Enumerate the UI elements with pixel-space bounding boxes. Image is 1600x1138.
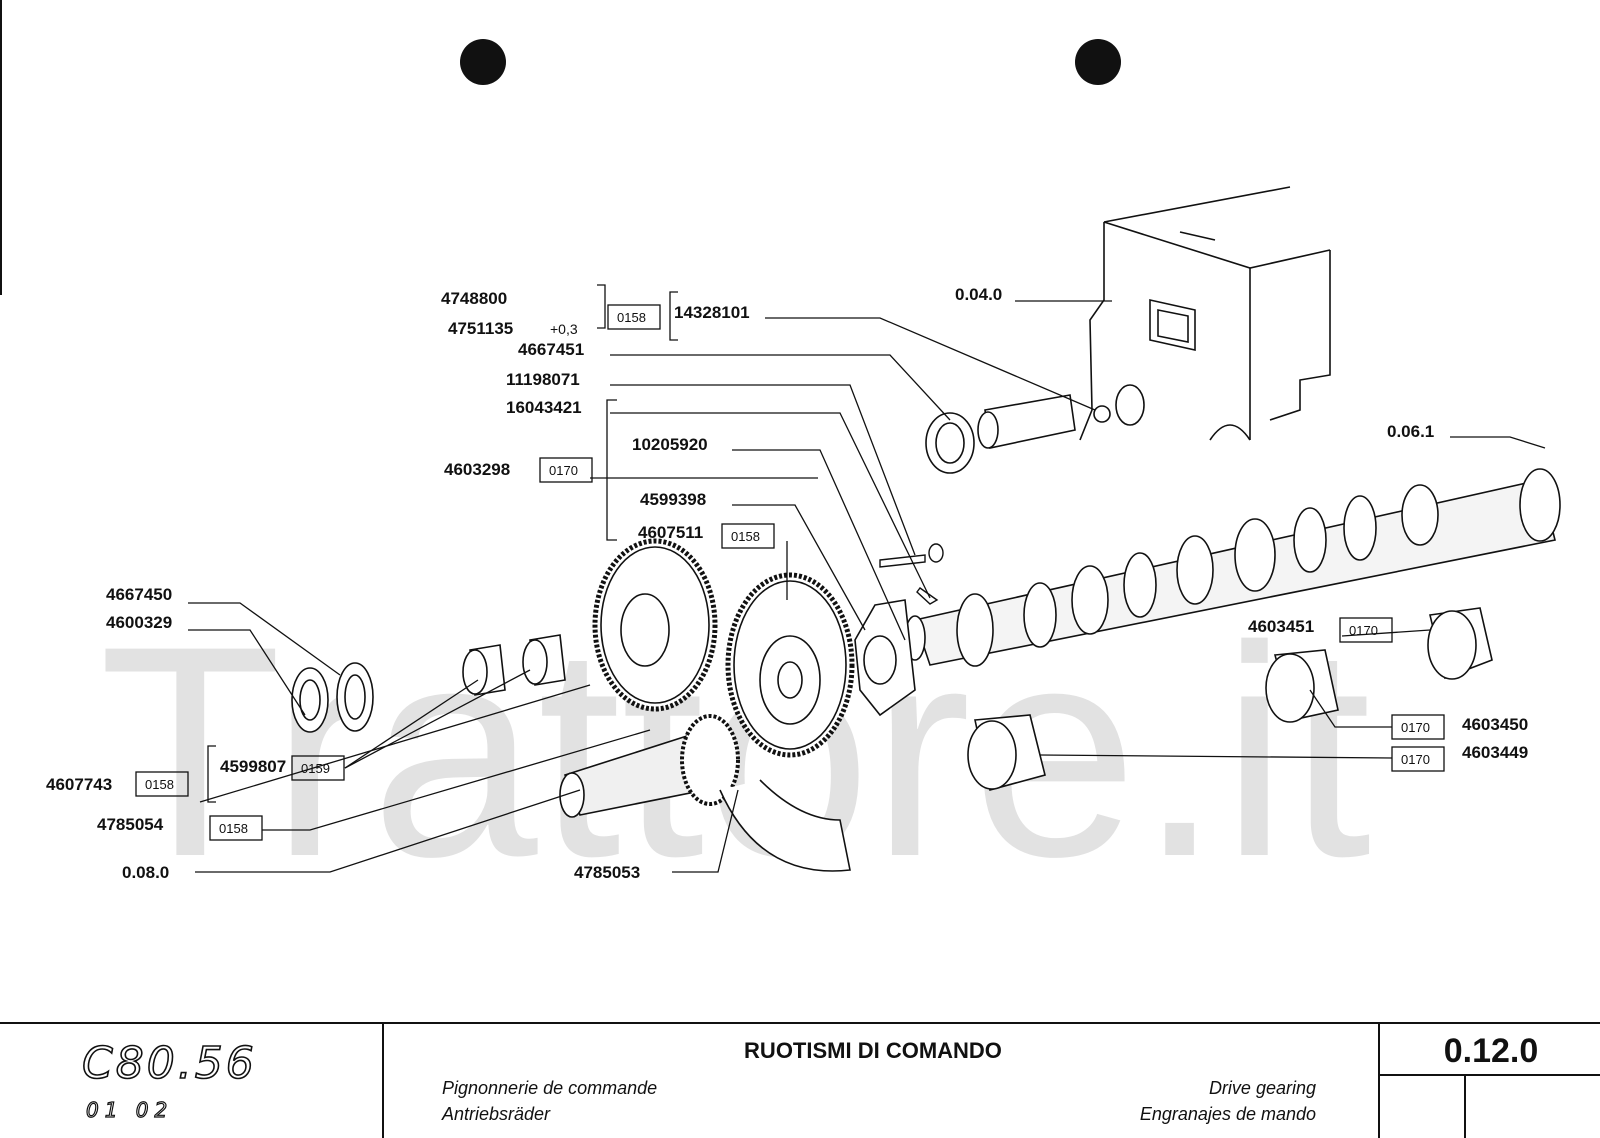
shaft-14328101 bbox=[925, 394, 1111, 474]
callouts: 4748800 4751135 +0,3 14328101 4667451 11… bbox=[46, 285, 1528, 882]
box-0158-a: 0158 bbox=[617, 310, 646, 325]
title-fr: Pignonnerie de commande bbox=[442, 1078, 658, 1098]
code-cell: 0.12.0 bbox=[1378, 1024, 1600, 1138]
label-0.06.1: 0.06.1 bbox=[1387, 422, 1434, 441]
label-tolerance: +0,3 bbox=[550, 321, 578, 337]
label-14328101: 14328101 bbox=[674, 303, 750, 322]
label-0.04.0: 0.04.0 bbox=[955, 285, 1002, 304]
label-11198071: 11198071 bbox=[506, 370, 580, 389]
reference-boxes bbox=[135, 304, 1445, 841]
camshaft bbox=[904, 468, 1561, 667]
reference-box-labels: 0158 0170 0158 0159 0158 0158 0170 0170 … bbox=[145, 310, 1430, 836]
title-en: Drive gearing bbox=[1208, 1078, 1316, 1098]
idler-gear bbox=[592, 538, 718, 712]
title-es: Engranajes de mando bbox=[1139, 1104, 1316, 1124]
label-0.08.0: 0.08.0 bbox=[122, 863, 169, 882]
box-0170-c: 0170 bbox=[1401, 720, 1430, 735]
binder-hole-right bbox=[1075, 39, 1121, 85]
engine-block bbox=[1079, 186, 1331, 441]
label-4599398: 4599398 bbox=[640, 490, 706, 509]
box-0158-b: 0158 bbox=[731, 529, 760, 544]
bushes bbox=[291, 634, 566, 733]
box-0159: 0159 bbox=[301, 761, 330, 776]
title-de: Antriebsräder bbox=[442, 1104, 551, 1124]
label-4667450: 4667450 bbox=[106, 585, 172, 604]
label-4603298: 4603298 bbox=[444, 460, 510, 479]
label-4603450: 4603450 bbox=[1462, 715, 1528, 734]
section-code: 0.12.0 bbox=[1443, 1032, 1539, 1070]
model-name: C80.56 bbox=[81, 1037, 257, 1090]
camshaft-gear bbox=[725, 572, 855, 758]
label-4667451: 4667451 bbox=[518, 340, 584, 359]
label-4785054: 4785054 bbox=[97, 815, 164, 834]
label-4603449: 4603449 bbox=[1462, 743, 1528, 762]
section-title: RUOTISMI DI COMANDO bbox=[744, 1038, 1002, 1063]
label-4751135: 4751135 bbox=[448, 319, 513, 338]
bolt-nut bbox=[879, 543, 944, 605]
code-cell-split bbox=[1464, 1074, 1466, 1138]
code-divider bbox=[1380, 1074, 1600, 1076]
label-4785053: 4785053 bbox=[574, 863, 640, 882]
model-variant: 01 02 bbox=[85, 1097, 174, 1122]
label-4607511: 4607511 bbox=[638, 523, 703, 542]
leader-lines bbox=[188, 284, 1546, 873]
label-4607743: 4607743 bbox=[46, 775, 112, 794]
box-0158-d: 0158 bbox=[219, 821, 248, 836]
box-0158-c: 0158 bbox=[145, 777, 174, 792]
label-16043421: 16043421 bbox=[506, 398, 582, 417]
label-4603451: 4603451 bbox=[1248, 617, 1314, 636]
label-4599807: 4599807 bbox=[220, 757, 286, 776]
label-4748800: 4748800 bbox=[441, 289, 507, 308]
crank-gear-shaft bbox=[559, 714, 851, 872]
camshaft-bushes bbox=[967, 607, 1493, 791]
label-10205920: 10205920 bbox=[632, 435, 708, 454]
box-0170-b: 0170 bbox=[1349, 623, 1378, 638]
title-block: C80.56 01 02 RUOTISMI DI COMANDO Pignonn… bbox=[0, 1022, 1600, 1138]
box-0170-d: 0170 bbox=[1401, 752, 1430, 767]
label-4600329: 4600329 bbox=[106, 613, 172, 632]
model-cell: C80.56 01 02 bbox=[0, 1024, 384, 1138]
box-0170-a: 0170 bbox=[549, 463, 578, 478]
binder-hole-left bbox=[460, 39, 506, 85]
